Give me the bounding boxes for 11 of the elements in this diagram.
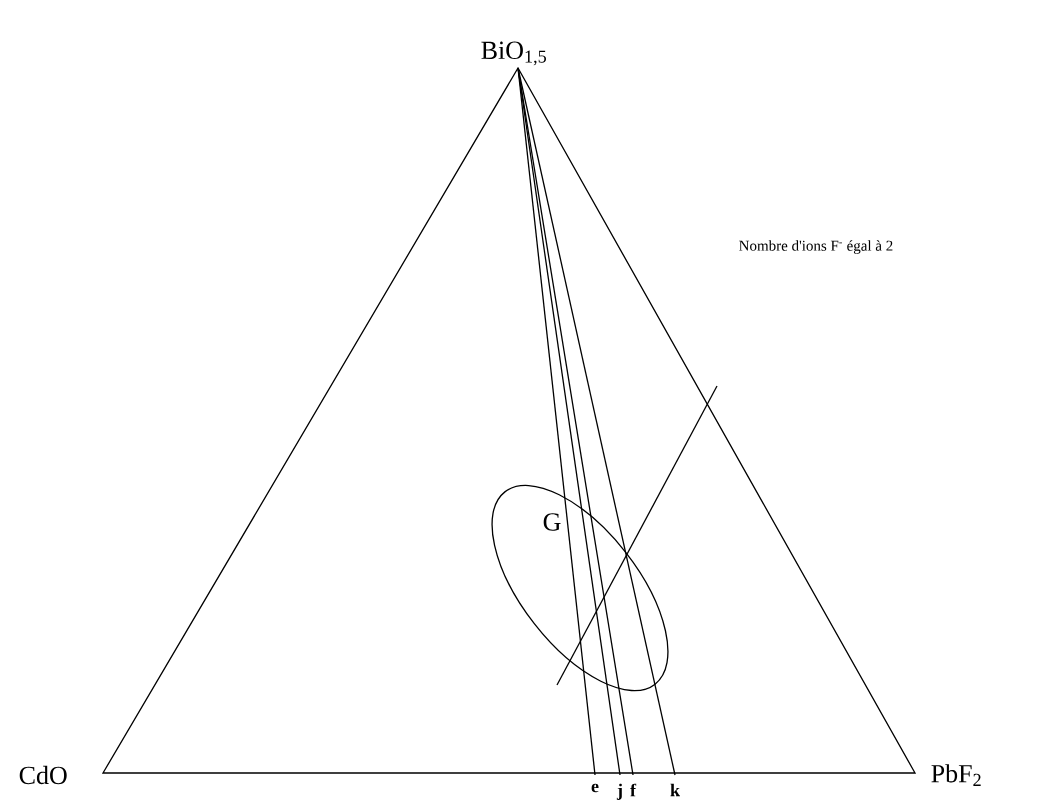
tie-line — [517, 67, 596, 776]
point-label: f — [630, 783, 637, 797]
region-label: G — [543, 513, 561, 531]
point-label: k — [670, 783, 680, 797]
vertex-label: PbF$_{2}$ — [931, 764, 981, 786]
point-label: e — [591, 783, 599, 793]
vertex-label: BiO$_{1,5}$ — [481, 41, 547, 66]
vertex-label: CdO — [19, 765, 67, 785]
point-label: j — [616, 783, 622, 800]
tie-line — [517, 67, 676, 776]
line-label: Nombre d'ions F$^{-}$ égal à 2 — [739, 240, 893, 254]
